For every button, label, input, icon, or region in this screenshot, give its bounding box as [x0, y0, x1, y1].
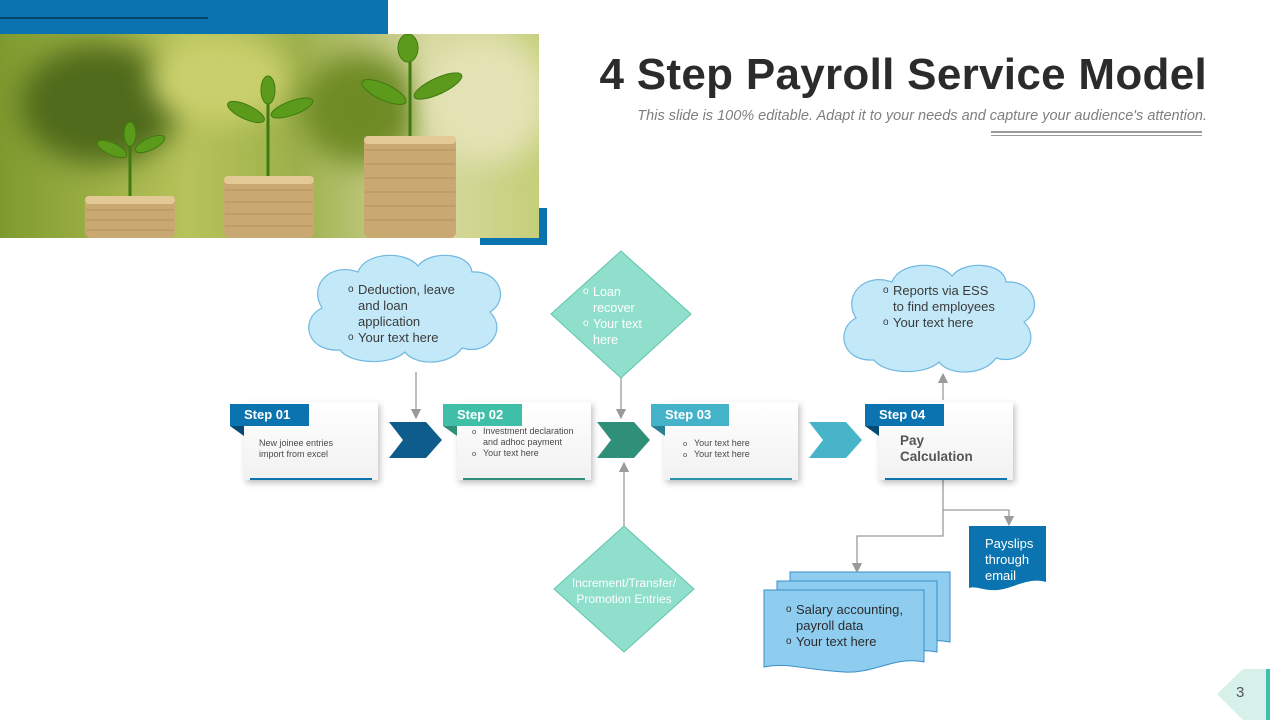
- document-stack-text: Salary accounting, payroll data Your tex…: [786, 602, 914, 650]
- step-card-4-underline: [885, 478, 1007, 480]
- page-subtitle: This slide is 100% editable. Adapt it to…: [637, 108, 1207, 124]
- step-card-1-underline: [250, 478, 372, 480]
- step-card-2-underline: [463, 478, 585, 480]
- chevron-arrow-3: [809, 422, 862, 458]
- document-item: Your text here: [786, 634, 914, 650]
- step-tab-1-fold: [230, 426, 244, 436]
- cloud-left-item: Deduction, leave and loan application: [348, 282, 460, 330]
- step-tab-2: Step 02: [443, 404, 522, 426]
- diamond-top-item: Your text here: [583, 316, 655, 348]
- step-tab-4: Step 04: [865, 404, 944, 426]
- diamond-top-item: Loan recover: [583, 284, 655, 316]
- cloud-text-right: Reports via ESS to find employees Your t…: [883, 283, 995, 331]
- step-3-item: Your text here: [683, 449, 783, 460]
- step-2-item: Your text here: [472, 448, 584, 459]
- title-underline: [991, 131, 1202, 133]
- step-tab-1: Step 01: [230, 404, 309, 426]
- top-accent-line: [0, 17, 208, 19]
- plant-coins-photo: [0, 34, 539, 238]
- step-4-text: Pay Calculation: [900, 433, 973, 464]
- step-tab-3-fold: [651, 426, 665, 436]
- chevron-arrow-2: [597, 422, 650, 458]
- diamond-text-top: Loan recover Your text here: [583, 284, 655, 348]
- diamond-text-bottom: Increment/Transfer/ Promotion Entries: [571, 576, 677, 606]
- payslip-document-shape: [969, 526, 1046, 591]
- diamond-shape-bottom: [553, 525, 695, 653]
- step-tab-2-fold: [443, 426, 457, 436]
- chevron-arrow-1: [389, 422, 442, 458]
- step-tab-3: Step 03: [651, 404, 729, 426]
- step-1-text: New joinee entries import from excel: [259, 438, 334, 459]
- page-title: 4 Step Payroll Service Model: [599, 50, 1207, 99]
- cloud-right-item: Reports via ESS to find employees: [883, 283, 995, 315]
- step-3-item: Your text here: [683, 438, 783, 449]
- cloud-left-item: Your text here: [348, 330, 460, 346]
- page-number: 3: [1236, 684, 1245, 701]
- title-underline-thin: [991, 135, 1202, 136]
- step-3-text: Your text here Your text here: [683, 438, 783, 460]
- cloud-right-item: Your text here: [883, 315, 995, 331]
- step-2-text: Investment declaration and adhoc payment…: [472, 426, 584, 459]
- step-2-item: Investment declaration and adhoc payment: [472, 426, 584, 448]
- cloud-text-left: Deduction, leave and loan application Yo…: [348, 282, 460, 346]
- step-card-3-underline: [670, 478, 792, 480]
- document-item: Salary accounting, payroll data: [786, 602, 914, 634]
- step-tab-4-fold: [865, 426, 879, 436]
- payslip-text: Payslips through email: [985, 536, 1034, 583]
- page-number-badge: [1217, 669, 1268, 720]
